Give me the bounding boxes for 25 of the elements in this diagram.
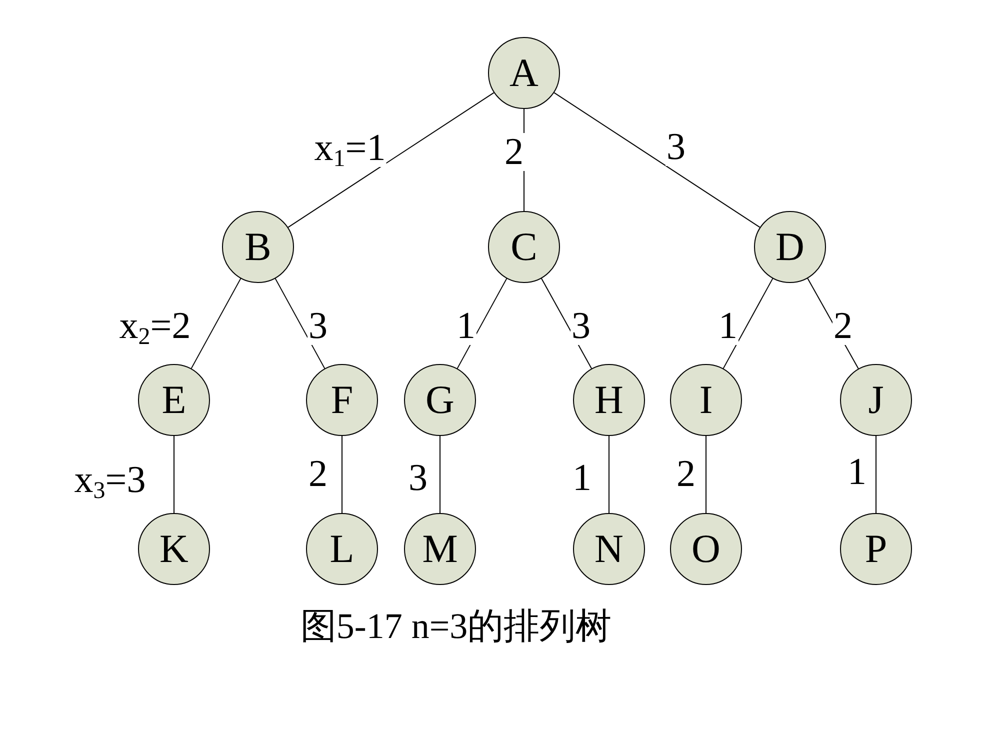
node-letter: M	[422, 529, 458, 569]
node-letter: A	[510, 53, 538, 93]
tree-branch-line	[288, 92, 494, 228]
node-letter: H	[594, 380, 624, 420]
node-letter: I	[699, 380, 713, 420]
node-letter: D	[776, 227, 804, 267]
node-letter: L	[330, 529, 354, 569]
node-letter: N	[594, 529, 624, 569]
node-letter: F	[330, 380, 354, 420]
node-letter: B	[244, 227, 272, 267]
tree-branch-line	[722, 278, 774, 369]
tree-branch-line	[608, 436, 610, 514]
edge-label: 2	[504, 133, 524, 171]
node-letter: C	[510, 227, 538, 267]
tree-branch-line	[554, 92, 760, 228]
figure-caption: 图5-17 n=3的排列树	[300, 607, 612, 647]
node-letter: E	[162, 380, 186, 420]
node-letter: O	[692, 529, 720, 569]
node-letter: P	[864, 529, 888, 569]
tree-branch-line	[456, 278, 508, 369]
tree-branch-line	[274, 278, 326, 369]
tree-branch-line	[190, 278, 242, 369]
node-letter: K	[160, 529, 188, 569]
node-letter: J	[868, 380, 884, 420]
node-letter: G	[426, 380, 454, 420]
